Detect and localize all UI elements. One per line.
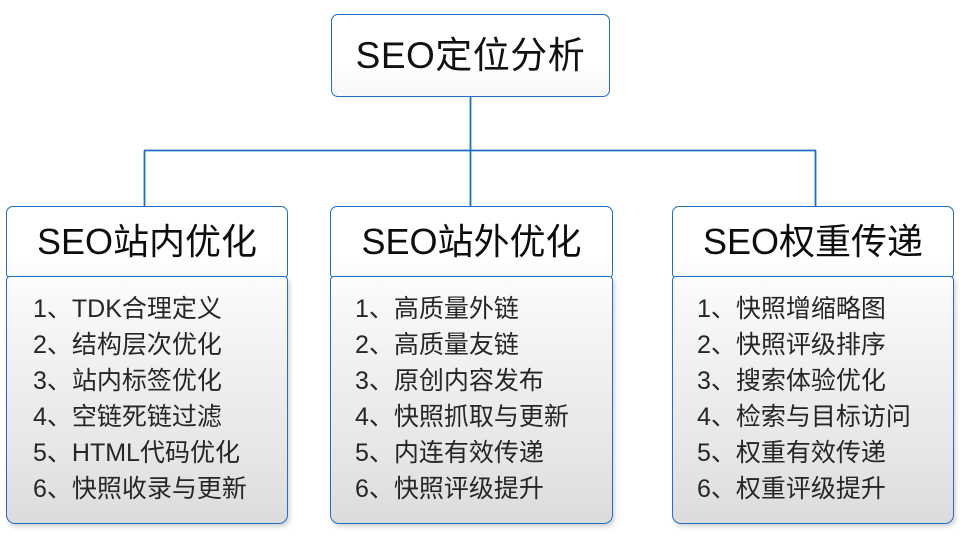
list-item: 5、权重有效传递 bbox=[697, 439, 886, 468]
branch-body-off-site: 1、高质量外链 2、高质量友链 3、原创内容发布 4、快照抓取与更新 5、内连有… bbox=[330, 276, 613, 525]
item-list-on-site: 1、TDK合理定义 2、结构层次优化 3、站内标签优化 4、空链死链过滤 5、H… bbox=[7, 291, 287, 507]
list-item: 2、快照评级排序 bbox=[697, 331, 886, 360]
item-list-off-site: 1、高质量外链 2、高质量友链 3、原创内容发布 4、快照抓取与更新 5、内连有… bbox=[331, 291, 612, 507]
list-item: 5、内连有效传递 bbox=[355, 439, 544, 468]
list-item: 6、快照评级提升 bbox=[355, 475, 544, 504]
list-item: 1、TDK合理定义 bbox=[33, 295, 222, 324]
list-item: 1、快照增缩略图 bbox=[697, 295, 886, 324]
list-item: 4、快照抓取与更新 bbox=[355, 403, 569, 432]
list-item: 4、检索与目标访问 bbox=[697, 403, 911, 432]
branch-header-on-site[interactable]: SEO站内优化 bbox=[6, 206, 288, 278]
branch-title-weight-transfer: SEO权重传递 bbox=[702, 221, 924, 262]
list-item: 5、HTML代码优化 bbox=[33, 439, 240, 468]
list-item: 4、空链死链过滤 bbox=[33, 403, 222, 432]
list-item: 3、原创内容发布 bbox=[355, 367, 544, 396]
item-list-weight-transfer: 1、快照增缩略图 2、快照评级排序 3、搜索体验优化 4、检索与目标访问 5、权… bbox=[673, 291, 953, 507]
list-item: 3、搜索体验优化 bbox=[697, 367, 886, 396]
branch-on-site: SEO站内优化 1、TDK合理定义 2、结构层次优化 3、站内标签优化 4、空链… bbox=[6, 206, 288, 525]
root-node-title: SEO定位分析 bbox=[355, 35, 586, 76]
root-node[interactable]: SEO定位分析 bbox=[331, 14, 610, 97]
branch-off-site: SEO站外优化 1、高质量外链 2、高质量友链 3、原创内容发布 4、快照抓取与… bbox=[330, 206, 613, 525]
list-item: 6、快照收录与更新 bbox=[33, 475, 247, 504]
branch-title-on-site: SEO站内优化 bbox=[36, 221, 258, 262]
list-item: 2、高质量友链 bbox=[355, 331, 519, 360]
list-item: 3、站内标签优化 bbox=[33, 367, 222, 396]
branch-body-weight-transfer: 1、快照增缩略图 2、快照评级排序 3、搜索体验优化 4、检索与目标访问 5、权… bbox=[672, 276, 954, 525]
list-item: 2、结构层次优化 bbox=[33, 331, 222, 360]
branch-header-off-site[interactable]: SEO站外优化 bbox=[330, 206, 613, 278]
list-item: 6、权重评级提升 bbox=[697, 475, 886, 504]
branch-body-on-site: 1、TDK合理定义 2、结构层次优化 3、站内标签优化 4、空链死链过滤 5、H… bbox=[6, 276, 288, 525]
branch-title-off-site: SEO站外优化 bbox=[361, 221, 582, 262]
branch-weight-transfer: SEO权重传递 1、快照增缩略图 2、快照评级排序 3、搜索体验优化 4、检索与… bbox=[672, 206, 954, 525]
list-item: 1、高质量外链 bbox=[355, 295, 519, 324]
branch-header-weight-transfer[interactable]: SEO权重传递 bbox=[672, 206, 954, 278]
